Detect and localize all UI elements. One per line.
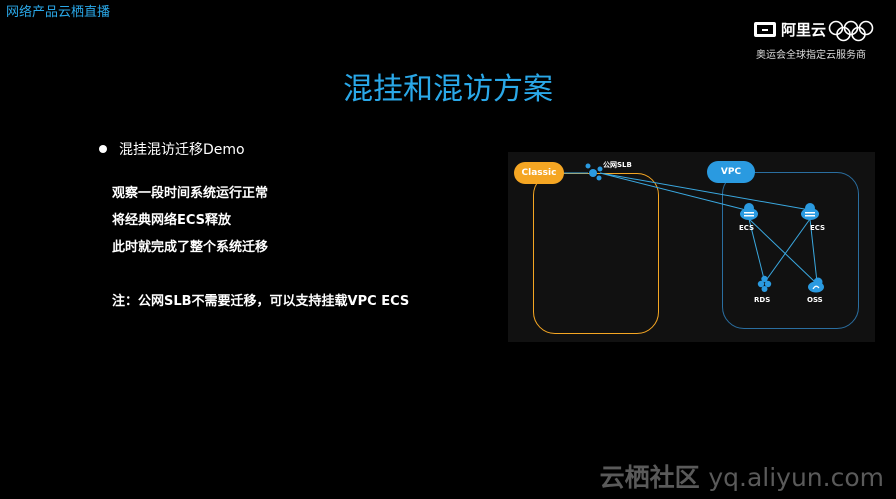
step-line: 观察一段时间系统运行正常 xyxy=(112,186,269,201)
step-list: 观察一段时间系统运行正常 将经典网络ECS释放 此时就完成了整个系统迁移 xyxy=(112,182,268,263)
slide-title: 混挂和混访方案 xyxy=(343,72,553,107)
diagram-connections xyxy=(564,163,824,293)
rds-label: RDS xyxy=(754,296,771,304)
vpc-zone xyxy=(722,172,859,329)
slb-label: 公网SLB xyxy=(603,161,632,169)
note-text: 注：公网SLB不需要迁移，可以支持挂载VPC ECS xyxy=(112,294,410,309)
ecs-label: ECS xyxy=(739,224,755,232)
ecs-cloud-icon xyxy=(740,203,758,220)
watermark-cn: 云栖社区 xyxy=(599,463,700,492)
aliyun-logo: 阿里云 xyxy=(754,20,884,42)
watermark-domain: yq.aliyun.com xyxy=(708,463,884,492)
olympic-rings-icon xyxy=(828,20,874,42)
step-line: 将经典网络ECS释放 xyxy=(112,213,232,228)
brand-tagline: 奥运会全球指定云服务商 xyxy=(756,50,866,61)
oss-label: OSS xyxy=(807,296,823,304)
classic-badge: Classic xyxy=(514,162,564,184)
rds-icon xyxy=(757,275,772,292)
bullet-item: 混挂混访迁移Demo xyxy=(99,139,245,159)
channel-title: 网络产品云栖直播 xyxy=(6,5,111,20)
ecs-label: ECS xyxy=(810,224,826,232)
bullet-dot-icon xyxy=(99,145,107,153)
ecs-cloud-icon xyxy=(801,203,819,220)
slb-icon xyxy=(585,163,603,181)
bullet-text: 混挂混访迁移Demo xyxy=(119,142,245,158)
step-line: 此时就完成了整个系统迁移 xyxy=(112,240,269,255)
brand-name: 阿里云 xyxy=(781,21,827,39)
network-diagram: Classic VPC 公网SLB ECS ECS RDS OSS xyxy=(508,152,875,342)
watermark: 云栖社区 yq.aliyun.com xyxy=(600,458,884,494)
vpc-badge: VPC xyxy=(707,161,755,183)
aliyun-mark-icon xyxy=(754,22,776,37)
oss-icon xyxy=(808,277,824,293)
